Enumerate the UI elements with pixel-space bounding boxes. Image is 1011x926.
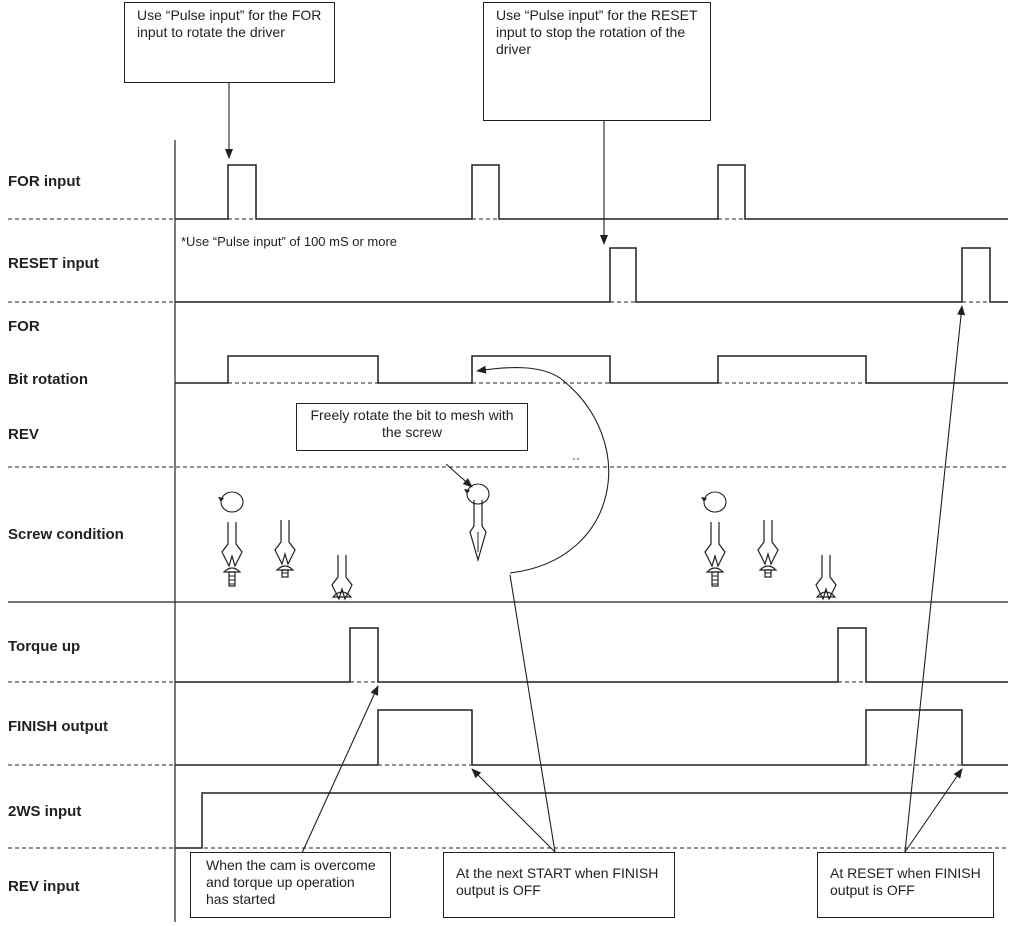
row-separators [8,218,1008,849]
row-label-for-input: FOR input [8,173,81,190]
callout-cam-overcome: When the cam is overcome and torque up o… [190,852,391,918]
pulse-duration-note: *Use “Pulse input” of 100 mS or more [181,234,398,249]
callout-next-start: At the next START when FINISH output is … [443,852,675,918]
row-label-screw-condition: Screw condition [8,526,124,543]
reset-input-wave [175,247,1008,303]
row-label-torque-up: Torque up [8,638,81,655]
svg-text:``: `` [572,456,580,470]
signal-waveforms [175,164,1008,849]
row-label-bit-rotation: Bit rotation [8,371,88,388]
screw-sequence-2 [700,491,837,600]
callout-arrows [225,83,966,854]
ws2-input-wave [175,792,1008,849]
callout-for-pulse: Use “Pulse input” for the FOR input to r… [124,2,335,83]
torque-up-wave [175,627,1008,683]
free-rotate-bit [463,483,490,563]
bit-rotation-wave [175,355,1008,384]
callout-at-reset: At RESET when FINISH output is OFF [817,852,994,918]
callout-reset-pulse: Use “Pulse input” for the RESET input to… [483,2,711,121]
row-label-finish-output: FINISH output [8,718,108,735]
row-label-rev: REV [8,426,39,443]
finish-output-wave [175,709,1008,766]
screw-sequence-1 [217,491,353,600]
row-label-reset-input: RESET input [8,255,99,272]
callout-free-rotate: Freely rotate the bit to mesh with the s… [296,403,528,451]
row-label-2ws-input: 2WS input [8,803,82,820]
for-input-wave [175,164,1008,220]
row-label-for: FOR [8,318,40,335]
row-label-rev-input: REV input [8,878,80,895]
